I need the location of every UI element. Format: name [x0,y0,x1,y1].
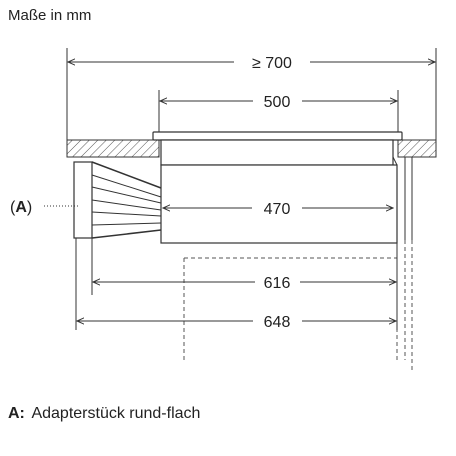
dimension-label-hob-width: 500 [264,94,291,111]
dashed-duct-outline [183,240,413,370]
dimension-unit-width: 470 [163,201,393,218]
dimension-label-616: 616 [264,275,291,292]
countertop-left [66,139,160,158]
adapter-callout: (A) [10,199,78,216]
dimension-cutout: ≥ 700 [68,55,435,72]
units-heading: Maße in mm [8,7,91,24]
adapter-piece [73,161,162,239]
countertop [66,139,437,158]
right-duct [404,157,413,240]
hob-body [160,139,398,244]
hob-glass [152,131,403,141]
countertop-right [397,139,437,158]
legend: A: Adapterstück rund-flach [8,405,200,422]
dimension-616: 616 [93,275,396,292]
dimension-hob-width: 500 [160,94,397,111]
dimension-648: 648 [77,314,396,331]
dimension-label-unit-width: 470 [264,201,291,218]
dimension-label-648: 648 [264,314,291,331]
dimension-label-cutout: ≥ 700 [252,55,292,72]
legend-text: Adapterstück rund-flach [31,405,200,422]
extension-lines [66,48,437,330]
svg-text:(A): (A) [10,199,32,216]
legend-key: A: [8,405,25,422]
